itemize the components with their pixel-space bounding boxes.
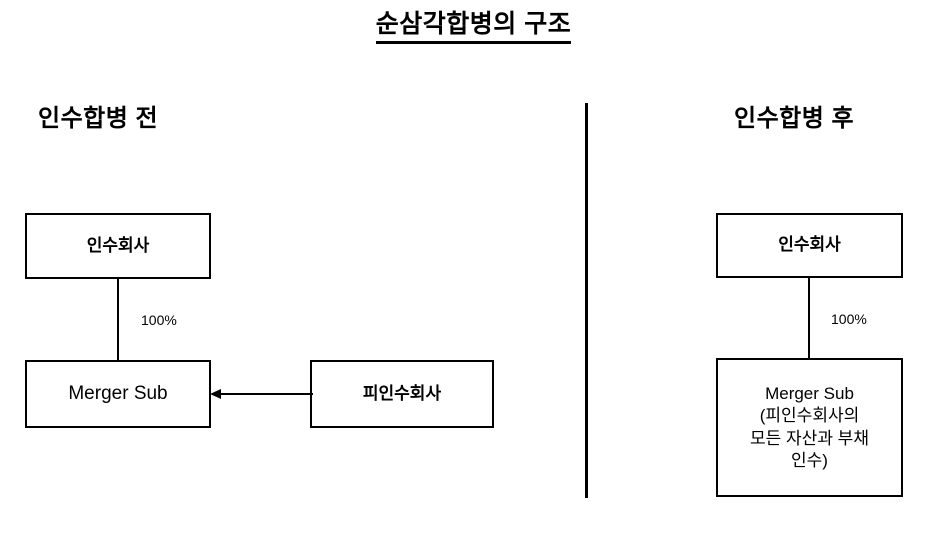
entity-label-merger-sub-after: Merger Sub (피인수회사의 모든 자산과 부채 인수): [750, 384, 869, 470]
panel-divider: [585, 103, 588, 498]
merge-arrow-icon: [210, 389, 313, 399]
ownership-connector-before: [117, 279, 119, 360]
entity-box-target-before: 피인수회사: [310, 360, 494, 428]
panel-heading-after: 인수합병 후: [734, 105, 855, 132]
ownership-percent-after: 100%: [831, 311, 867, 327]
page-title-text: 순삼각합병의 구조: [375, 10, 572, 44]
ownership-percent-before: 100%: [141, 312, 177, 328]
entity-label-acquirer-before: 인수회사: [86, 235, 150, 255]
entity-box-acquirer-before: 인수회사: [25, 213, 211, 279]
ownership-connector-after: [808, 278, 810, 358]
entity-label-target-before: 피인수회사: [362, 383, 442, 403]
entity-box-merger-sub-before: Merger Sub: [25, 360, 211, 428]
entity-box-merger-sub-after: Merger Sub (피인수회사의 모든 자산과 부채 인수): [716, 358, 903, 497]
entity-box-acquirer-after: 인수회사: [716, 213, 903, 278]
page-title: 순삼각합병의 구조: [0, 10, 947, 44]
entity-label-acquirer-after: 인수회사: [778, 235, 841, 255]
panel-heading-before: 인수합병 전: [38, 105, 159, 132]
entity-label-merger-sub-before: Merger Sub: [68, 382, 168, 404]
